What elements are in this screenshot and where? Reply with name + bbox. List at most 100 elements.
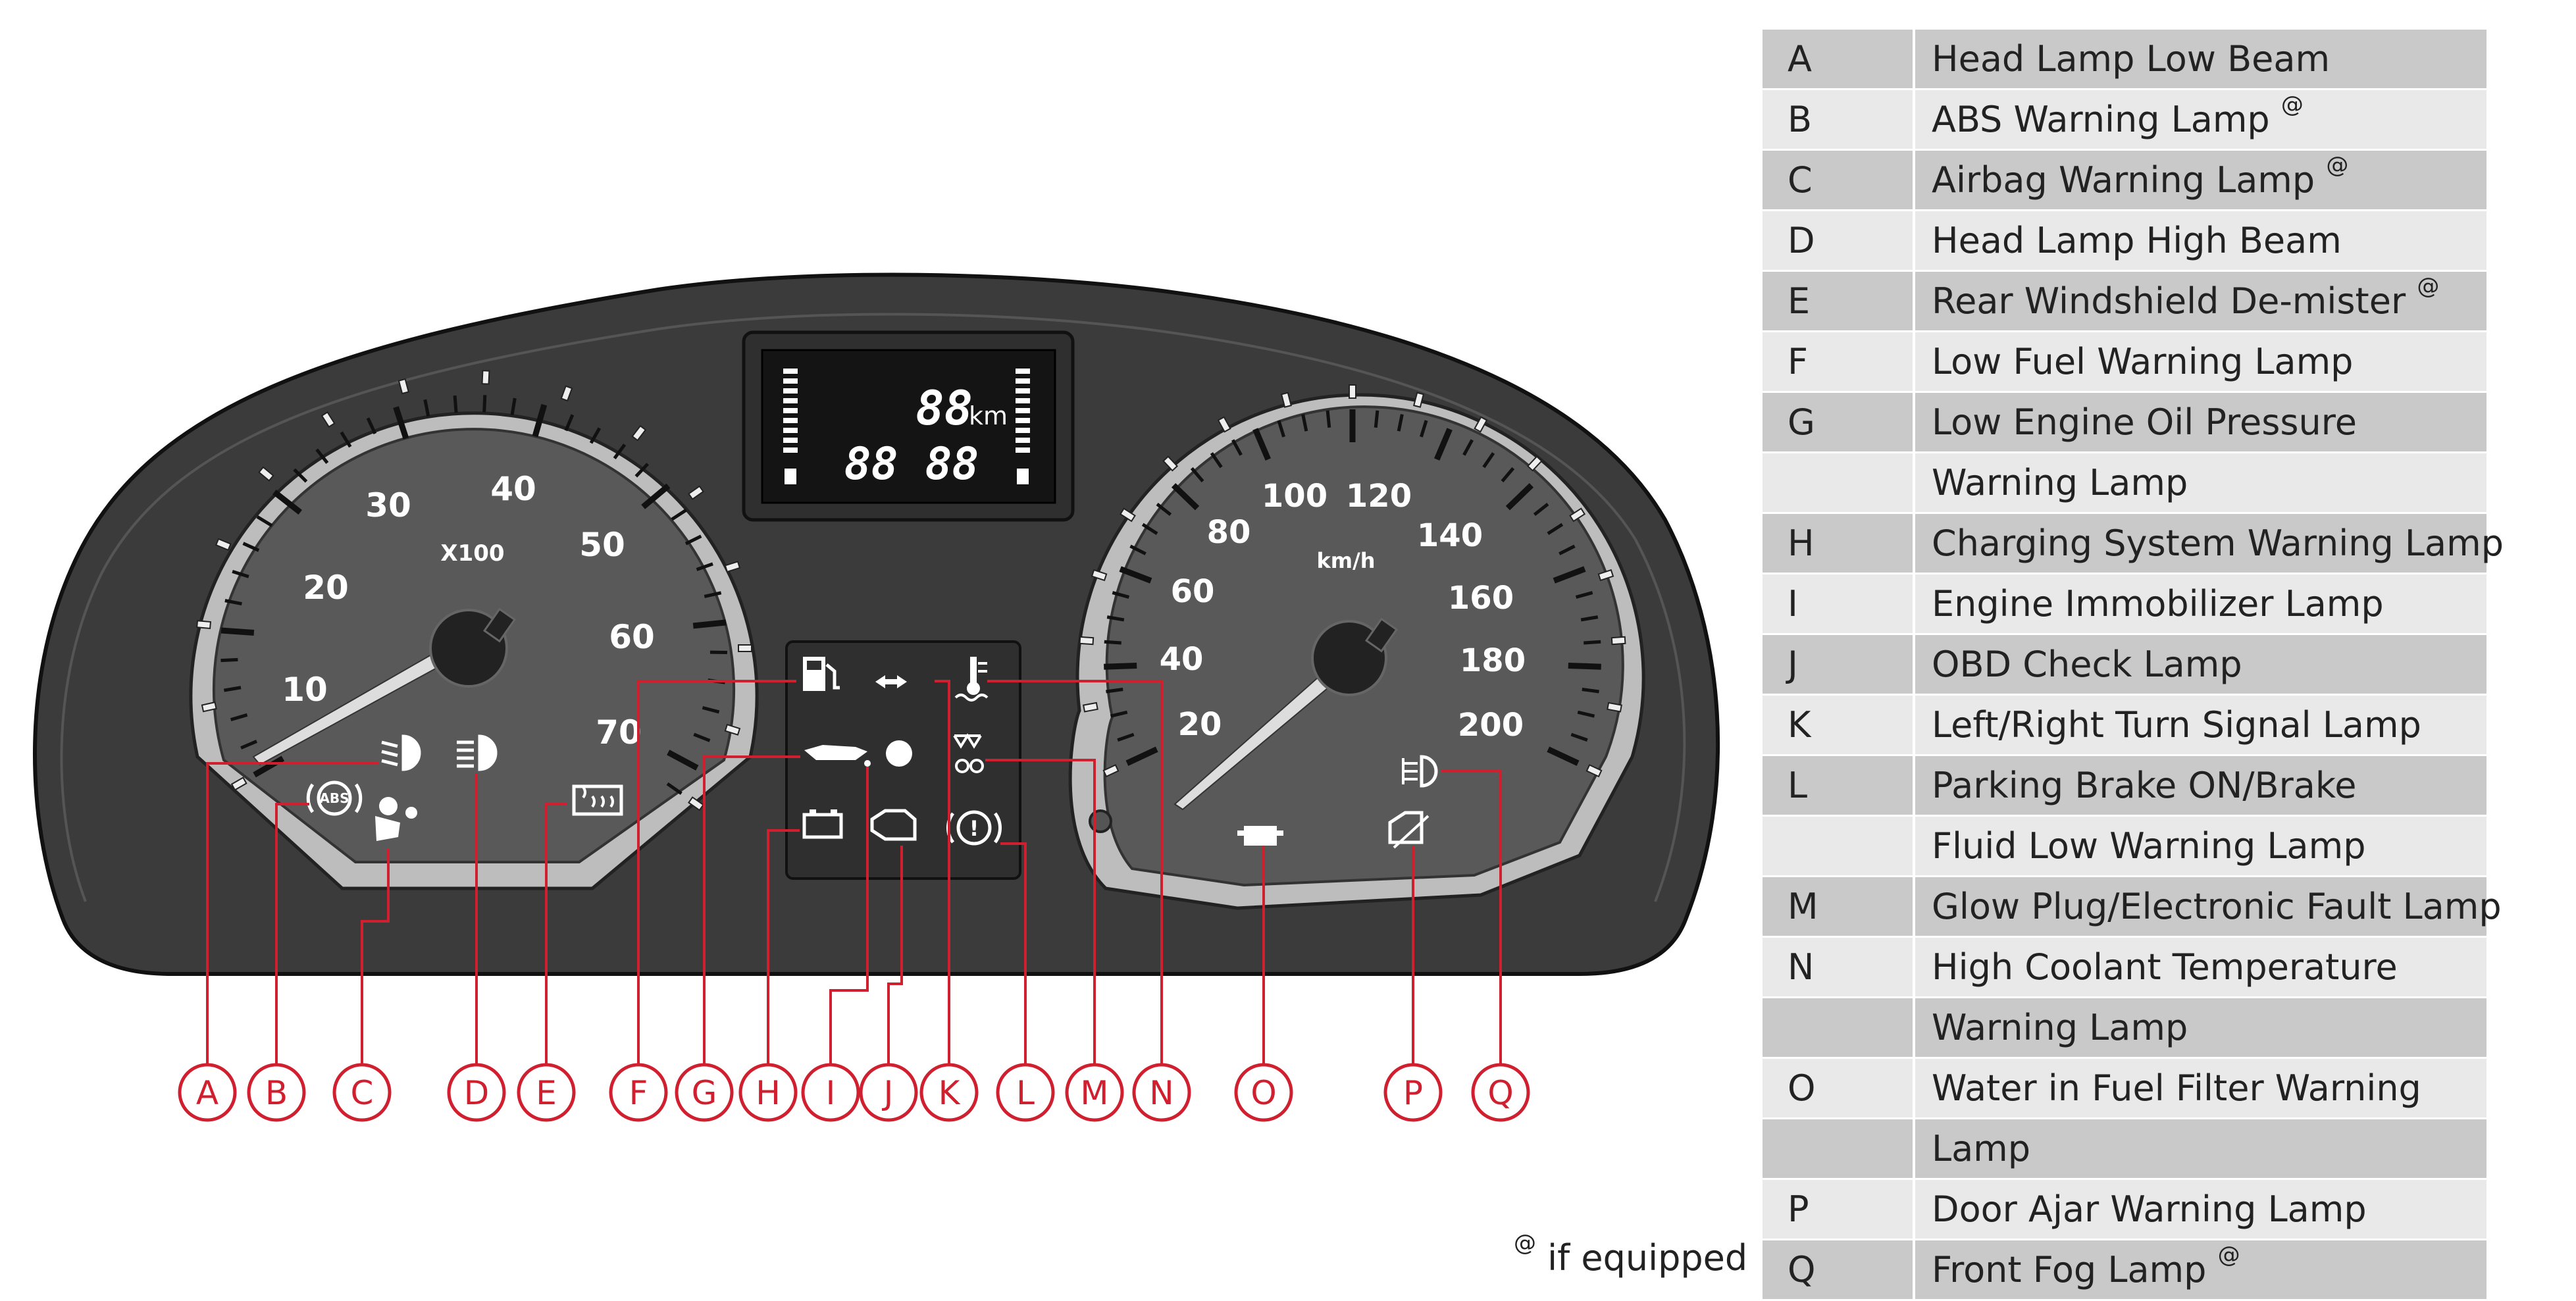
speed-label-160: 160	[1448, 580, 1514, 617]
legend-text: Airbag Warning Lamp	[1932, 159, 2315, 201]
callout-letter: A	[196, 1074, 219, 1112]
legend-letter	[1763, 998, 1914, 1058]
gauge-tick	[1568, 665, 1601, 667]
callout-letter: K	[939, 1074, 961, 1112]
footnote-mark: @	[1514, 1230, 1536, 1256]
legend-description: ABS Warning Lamp @	[1914, 89, 2486, 150]
gauge-tick	[1584, 642, 1601, 643]
display-bar-segment	[783, 447, 798, 453]
legend-letter	[1763, 816, 1914, 877]
tach-label-70: 70	[596, 713, 642, 752]
bezel-mark	[1612, 637, 1626, 644]
legend-text: Head Lamp High Beam	[1932, 220, 2342, 261]
callout-letter: G	[692, 1074, 717, 1112]
legend-text: Water in Fuel Filter Warning	[1932, 1067, 2421, 1109]
legend-text: Front Fog Lamp	[1932, 1249, 2206, 1290]
callout-n: N	[1134, 1065, 1189, 1120]
legend-text: Charging System Warning Lamp	[1932, 523, 2504, 564]
callout-j: J	[861, 1065, 916, 1120]
legend-description: High Coolant Temperature	[1914, 937, 2486, 998]
legend-description: Door Ajar Warning Lamp	[1914, 1179, 2486, 1240]
callout-letter: M	[1080, 1074, 1108, 1112]
legend-letter	[1763, 1119, 1914, 1179]
display-temp-icon	[1017, 469, 1029, 484]
tach-unit: X100	[440, 540, 504, 567]
legend-letter: P	[1763, 1179, 1914, 1240]
legend-description: Head Lamp Low Beam	[1914, 30, 2486, 89]
legend-text: Rear Windshield De-mister	[1932, 280, 2406, 322]
legend-text: Head Lamp Low Beam	[1932, 38, 2330, 80]
legend-description: Warning Lamp	[1914, 998, 2486, 1058]
callout-m: M	[1067, 1065, 1122, 1120]
legend-description: OBD Check Lamp	[1914, 634, 2486, 695]
legend-description: Head Lamp High Beam	[1914, 211, 2486, 271]
legend-letter: M	[1763, 877, 1914, 937]
legend-description: Charging System Warning Lamp	[1914, 513, 2486, 574]
legend-text: Door Ajar Warning Lamp	[1932, 1188, 2367, 1230]
legend-description: Warning Lamp	[1914, 453, 2486, 513]
callout-q: Q	[1473, 1065, 1528, 1120]
gauge-tick	[1106, 689, 1123, 692]
legend-description: Airbag Warning Lamp @	[1914, 150, 2486, 211]
legend-description: Low Fuel Warning Lamp	[1914, 332, 2486, 392]
display-bar-segment	[1016, 369, 1030, 374]
legend-letter	[1763, 453, 1914, 513]
legend-row: Warning Lamp	[1763, 453, 2486, 513]
callout-letter: O	[1250, 1074, 1276, 1112]
svg-text:ABS: ABS	[319, 790, 349, 806]
legend-letter: I	[1763, 574, 1914, 634]
callout-c: C	[334, 1065, 390, 1120]
legend-description: Glow Plug/Electronic Fault Lamp	[1914, 877, 2486, 937]
gauge-tick	[221, 630, 254, 633]
footnote: @ if equipped	[1514, 1237, 1747, 1279]
callout-letter: J	[882, 1074, 894, 1112]
speed-label-200: 200	[1458, 707, 1524, 744]
callout-k: K	[921, 1065, 977, 1120]
callout-o: O	[1236, 1065, 1291, 1120]
callout-letter: B	[265, 1074, 288, 1112]
reset-knob-icon	[1090, 811, 1111, 832]
legend-text: Low Engine Oil Pressure	[1932, 401, 2357, 443]
legend-text: Warning Lamp	[1932, 462, 2188, 503]
display-bar-segment	[783, 369, 798, 374]
tach-label-50: 50	[579, 526, 625, 564]
legend-letter: N	[1763, 937, 1914, 998]
display-bar-segment	[1016, 398, 1030, 403]
legend-letter: K	[1763, 695, 1914, 755]
display-bar-segment	[783, 398, 798, 403]
legend-equipped-mark: @	[2218, 1242, 2240, 1268]
display-bar-segment	[783, 378, 798, 384]
callout-letter: N	[1149, 1074, 1173, 1112]
legend-row: Lamp	[1763, 1119, 2486, 1179]
callout-b: B	[249, 1065, 304, 1120]
legend-description: Low Engine Oil Pressure	[1914, 392, 2486, 453]
legend-description: Lamp	[1914, 1119, 2486, 1179]
display-bar-segment	[1016, 378, 1030, 384]
legend-letter: J	[1763, 634, 1914, 695]
gauge-tick	[1327, 411, 1329, 428]
bezel-mark	[197, 621, 211, 628]
callout-l: L	[998, 1065, 1053, 1120]
legend-letter: B	[1763, 89, 1914, 150]
legend-text: Parking Brake ON/Brake	[1932, 765, 2356, 806]
bezel-mark	[1349, 385, 1356, 398]
callout-letter: F	[629, 1074, 648, 1112]
callout-e: E	[519, 1065, 574, 1120]
legend-description: Front Fog Lamp @	[1914, 1240, 2486, 1300]
display-bar-segment	[783, 418, 798, 423]
gauge-tick	[220, 659, 238, 660]
callout-letter: Q	[1487, 1074, 1513, 1112]
speed-label-40: 40	[1160, 641, 1204, 678]
display-bar-segment	[1016, 447, 1030, 453]
legend-text: Fluid Low Warning Lamp	[1932, 825, 2365, 867]
callout-d: D	[449, 1065, 504, 1120]
legend-letter: H	[1763, 513, 1914, 574]
legend-text: ABS Warning Lamp	[1932, 99, 2270, 140]
instrument-cluster-diagram: X100 10 20 30 40 50 60 70 km/h 20 40 60 …	[0, 0, 1751, 1295]
odometer-display: 88 km 88 88	[744, 332, 1073, 520]
